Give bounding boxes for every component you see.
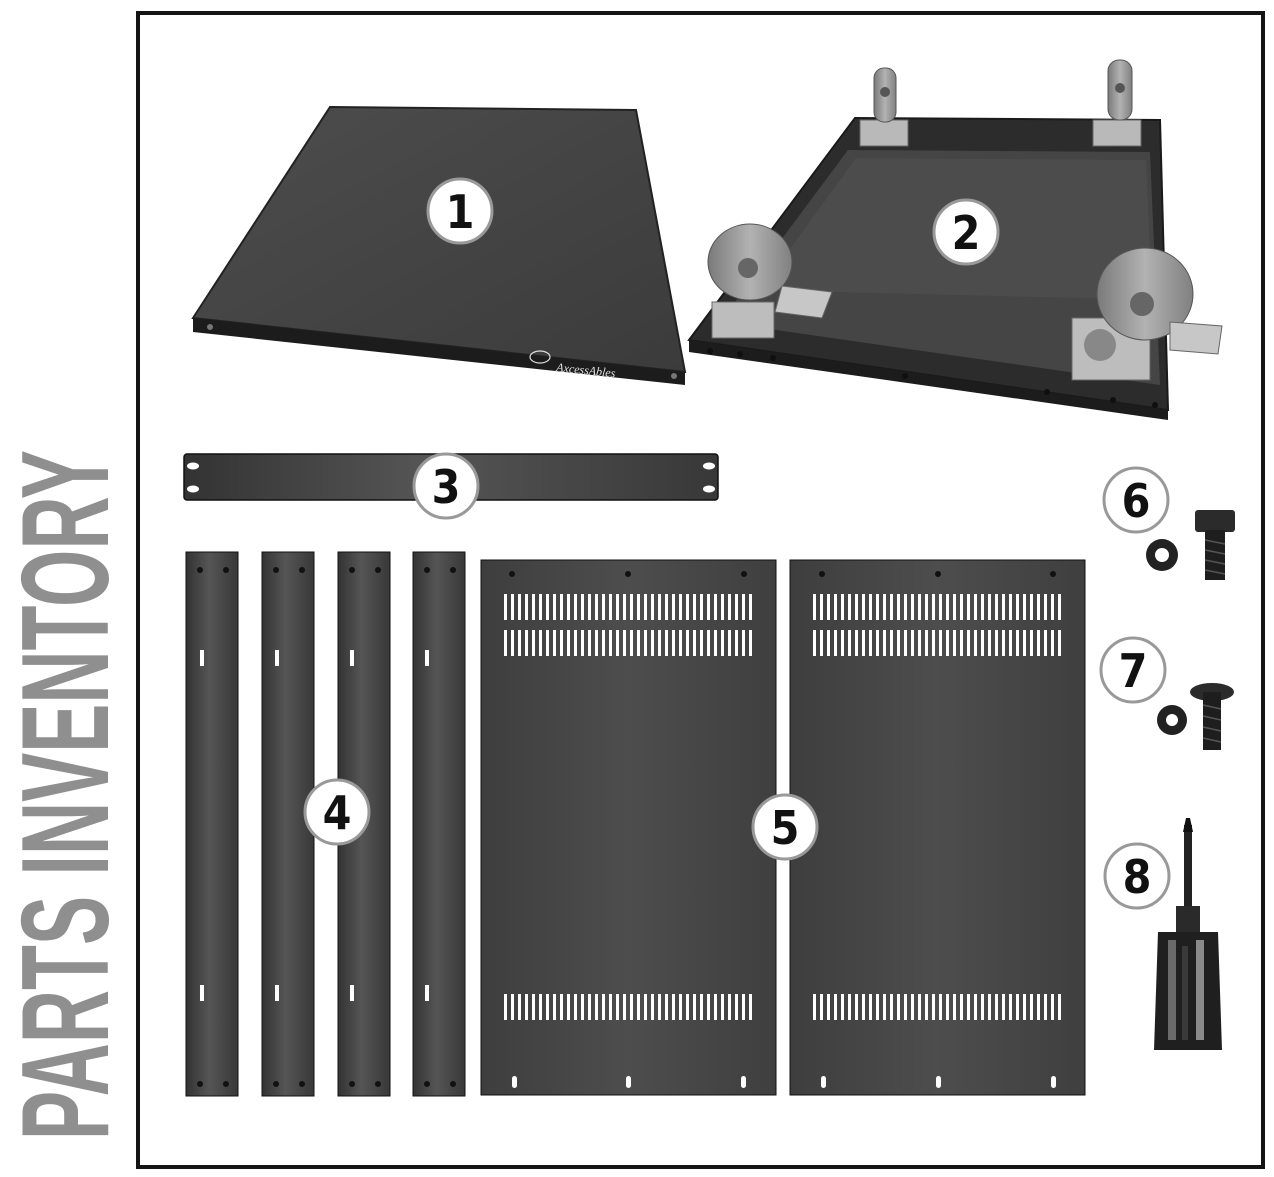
callout-2-number: 2 [952, 206, 981, 260]
callout-8-number: 8 [1123, 850, 1152, 904]
part-6-bolt-washer [1146, 510, 1235, 580]
callout-badge-1: 1 [426, 177, 494, 245]
callout-7-number: 7 [1119, 644, 1148, 698]
side-title: PARTS INVENTORY [0, 450, 130, 1140]
callout-1-number: 1 [446, 185, 475, 239]
part-5-side-panels [480, 559, 1086, 1096]
callout-4-number: 4 [323, 786, 352, 840]
brand-text: AxcessAbles [555, 360, 617, 380]
part-8-screwdriver [1154, 818, 1222, 1050]
callout-badge-4: 4 [303, 778, 371, 846]
rail-4 [412, 551, 466, 1097]
callout-badges: 1 2 3 4 5 6 7 8 [303, 177, 1171, 910]
part-1-top-panel: AxcessAbles [191, 105, 687, 385]
callout-badge-2: 2 [932, 198, 1000, 266]
caster-rear-left [859, 67, 909, 147]
callout-badge-8: 8 [1103, 842, 1171, 910]
callout-badge-3: 3 [412, 452, 480, 520]
caster-rear-right [1092, 59, 1142, 147]
part-4-rails [185, 551, 466, 1097]
side-title-svg: PARTS INVENTORY [0, 450, 130, 1140]
side-title-block: PARTS INVENTORY [0, 0, 130, 1177]
rail-1 [185, 551, 239, 1097]
part-2-caster-base [687, 59, 1223, 420]
caster-front-left [707, 223, 833, 339]
brand-logo: AxcessAbles [529, 350, 617, 380]
callout-6-number: 6 [1122, 474, 1151, 528]
side-panel-right [789, 559, 1086, 1096]
callout-3-number: 3 [432, 460, 461, 514]
callout-badge-7: 7 [1099, 636, 1167, 704]
callout-badge-5: 5 [751, 793, 819, 861]
part-7-screw-washer [1157, 683, 1234, 750]
side-panel-left [480, 559, 777, 1096]
callout-badge-6: 6 [1102, 466, 1170, 534]
callout-5-number: 5 [771, 801, 800, 855]
caster-front-right [1071, 247, 1223, 381]
